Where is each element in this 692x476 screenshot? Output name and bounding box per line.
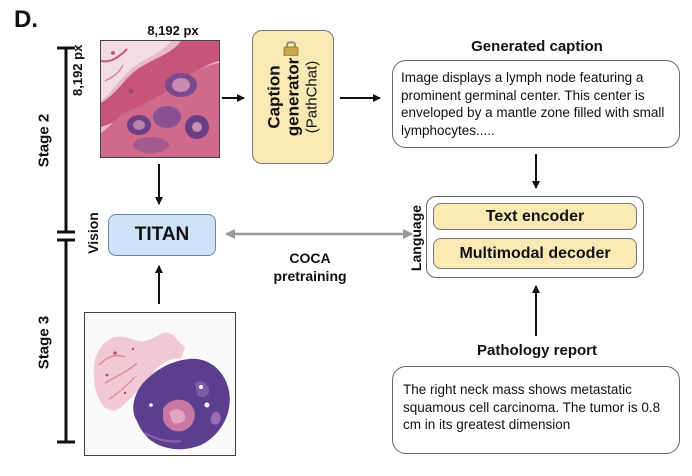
language-label: Language	[408, 204, 424, 272]
text-encoder-box: Text encoder	[433, 203, 637, 230]
tile-height-label: 8,192 px	[70, 44, 85, 96]
caption-generator-box: Caption generator (PathChat)	[252, 30, 334, 164]
generated-caption-text: Image displays a lymph node featuring a …	[392, 60, 680, 148]
caption-generator-line3: (PathChat)	[303, 60, 321, 134]
stage3-label: Stage 3	[35, 315, 53, 370]
lock-icon	[282, 40, 300, 57]
caption-generator-line1: Caption	[264, 65, 284, 129]
stage-bracket	[57, 46, 75, 444]
coca-line1: COCA	[289, 250, 331, 266]
panel-letter: D.	[14, 6, 38, 33]
stage2-label: Stage 2	[35, 113, 53, 168]
coca-pretraining-label: COCA pretraining	[240, 249, 380, 285]
titan-box: TITAN	[108, 214, 216, 256]
generated-caption-title: Generated caption	[471, 38, 603, 55]
vision-label: Vision	[85, 212, 101, 254]
language-model-box	[426, 196, 644, 278]
coca-line2: pretraining	[273, 268, 347, 284]
whole-slide-image	[84, 312, 236, 456]
tile-width-label: 8,192 px	[147, 23, 199, 38]
multimodal-decoder-box: Multimodal decoder	[433, 238, 637, 269]
pathology-report-text: The right neck mass shows metastatic squ…	[392, 366, 680, 454]
pathology-report-title: Pathology report	[476, 342, 597, 359]
caption-generator-line2: generator	[283, 57, 303, 137]
histology-tile-image	[100, 40, 220, 158]
